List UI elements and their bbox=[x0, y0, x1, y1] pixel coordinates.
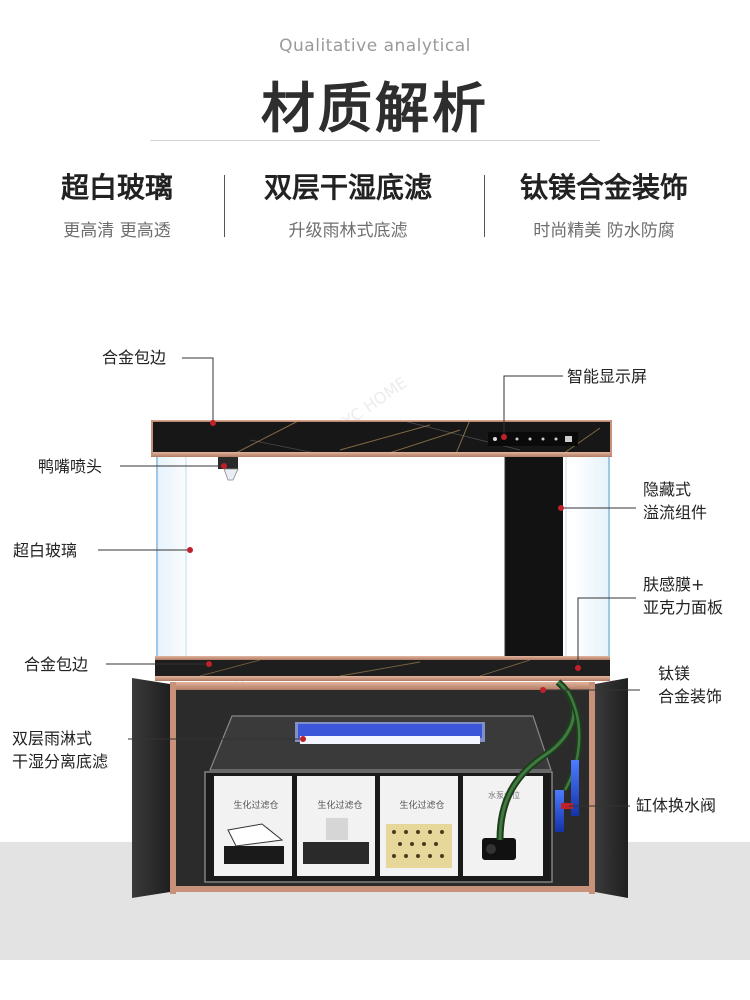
feature-subtitle: 升级雨林式底滤 bbox=[288, 221, 408, 241]
cabinet-frame bbox=[170, 682, 595, 894]
feature-alloy: 钛镁合金装饰 时尚精美 防水防腐 bbox=[489, 170, 719, 241]
callout-duckbill-nozzle: 鸭嘴喷头 bbox=[38, 457, 103, 476]
callout-dry-wet-filter: 双层雨淋式 干湿分离底滤 bbox=[12, 727, 108, 773]
callout-line: 双层雨淋式 bbox=[12, 729, 93, 748]
filter-box-label: 水泵水位 bbox=[488, 790, 520, 800]
title-divider bbox=[150, 140, 600, 141]
filter-compartments: 生化过滤仓 生化过滤仓 生化过滤仓 水泵水位 bbox=[204, 771, 553, 883]
filter-box-label: 生化过滤仓 bbox=[399, 799, 444, 811]
page-title: 材质解析 bbox=[261, 77, 489, 140]
callout-acrylic-panel: 肤感膜+ 亚克力面板 bbox=[643, 573, 723, 619]
plumbing-pipes bbox=[496, 679, 583, 841]
feature-divider bbox=[484, 175, 485, 237]
feature-glass: 超白玻璃 更高清 更高透 bbox=[2, 170, 232, 241]
cabinet-door-right bbox=[595, 678, 628, 898]
callout-line: 隐藏式 bbox=[643, 480, 692, 499]
feature-title: 超白玻璃 bbox=[60, 171, 173, 204]
filter-box-label: 生化过滤仓 bbox=[317, 799, 362, 811]
feature-filter: 双层干湿底滤 升级雨林式底滤 bbox=[233, 170, 463, 241]
callout-line: 溢流组件 bbox=[643, 503, 708, 522]
callout-leaders bbox=[98, 357, 640, 807]
callout-alloy-decoration: 钛镁 合金装饰 bbox=[658, 662, 722, 708]
cabinet-door-left bbox=[132, 678, 170, 898]
callout-line: 亚克力面板 bbox=[643, 598, 724, 617]
callout-ultra-white-glass: 超白玻璃 bbox=[13, 541, 78, 560]
callout-dots bbox=[187, 420, 581, 809]
bottom-trim bbox=[155, 656, 610, 681]
callout-line: 干湿分离底滤 bbox=[12, 752, 109, 771]
callout-hidden-overflow: 隐藏式 溢流组件 bbox=[643, 478, 707, 524]
feature-title: 双层干湿底滤 bbox=[263, 171, 432, 204]
feature-divider bbox=[224, 175, 225, 237]
feature-subtitle: 更高清 更高透 bbox=[63, 221, 171, 241]
callout-smart-display: 智能显示屏 bbox=[567, 367, 648, 386]
callout-bottom-trim: 合金包边 bbox=[24, 655, 89, 674]
feature-title: 钛镁合金装饰 bbox=[519, 171, 688, 204]
smart-display bbox=[488, 432, 578, 446]
callout-line: 肤感膜+ bbox=[643, 575, 705, 594]
callout-drain-valve: 缸体换水阀 bbox=[636, 796, 717, 815]
feature-subtitle: 时尚精美 防水防腐 bbox=[533, 221, 675, 241]
callout-line: 钛镁 bbox=[658, 664, 691, 683]
callout-line: 合金装饰 bbox=[658, 687, 723, 706]
overflow-column bbox=[505, 456, 563, 658]
drip-tray bbox=[209, 715, 552, 771]
callout-top-trim: 合金包边 bbox=[102, 348, 167, 367]
filter-box-label: 生化过滤仓 bbox=[233, 799, 278, 811]
header-en-title: Qualitative analytical bbox=[279, 36, 471, 56]
